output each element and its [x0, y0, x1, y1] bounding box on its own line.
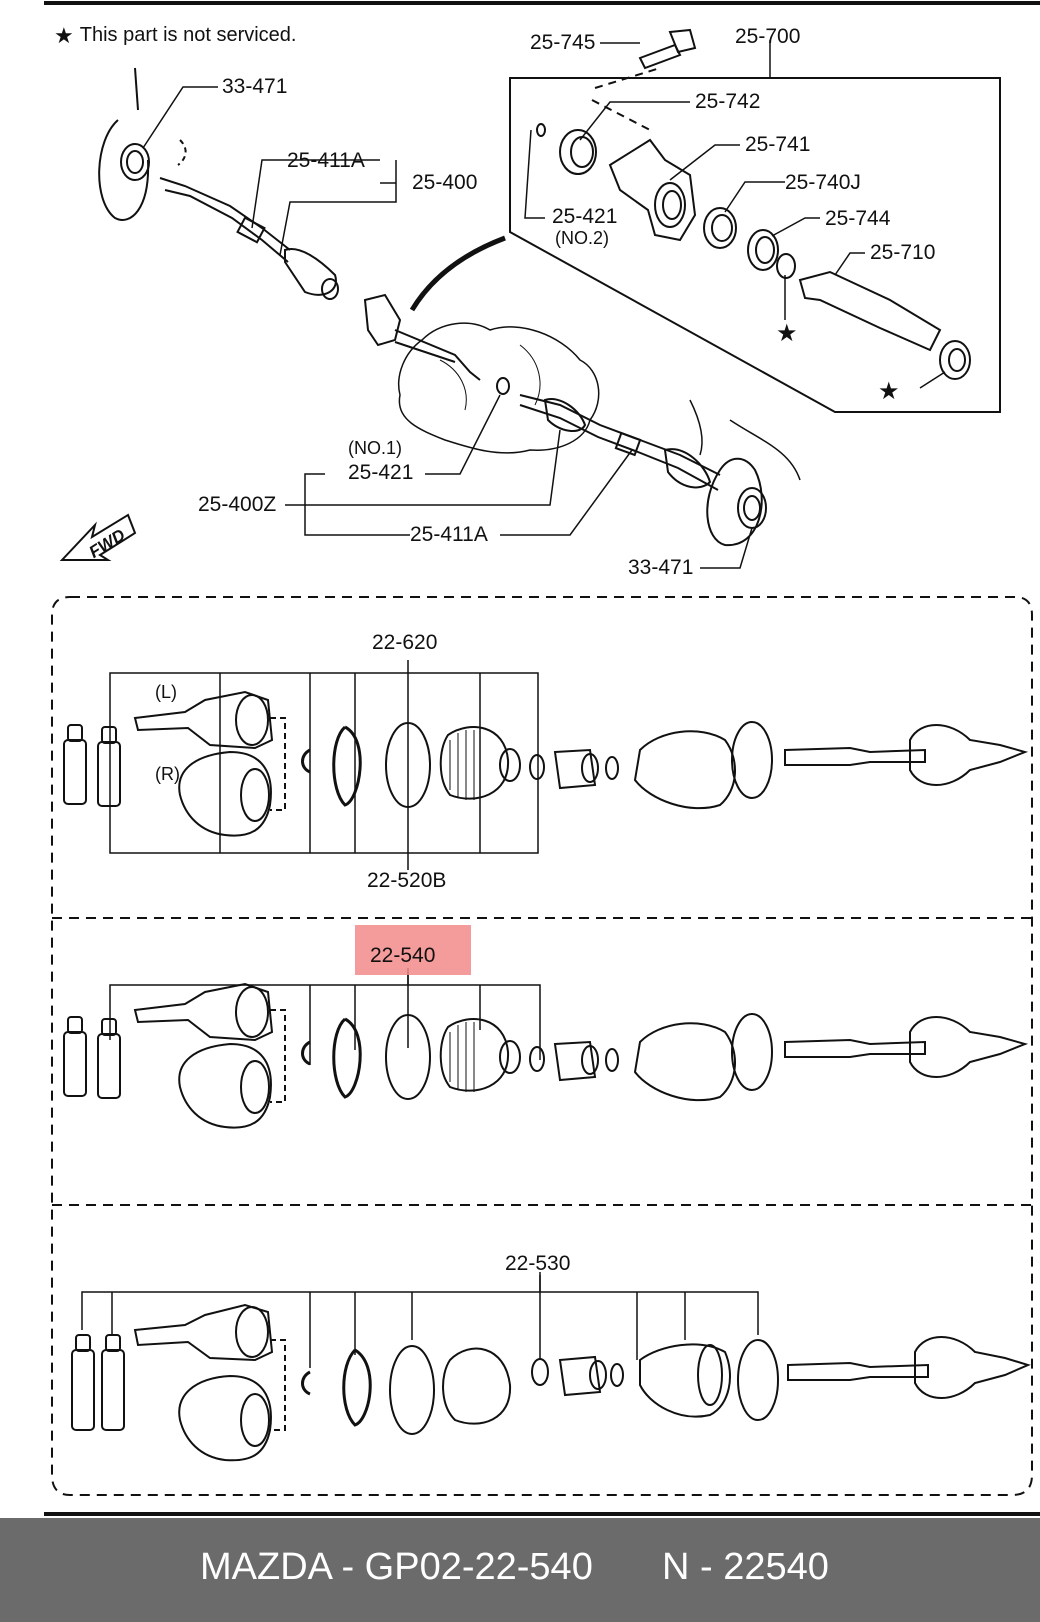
- row1-parts: [63, 690, 1029, 837]
- label-25-400z: 25-400Z: [198, 493, 277, 516]
- highlight-22-540: [355, 925, 471, 975]
- label-25-700: 25-700: [735, 25, 801, 48]
- row3-bracket: [81, 1275, 759, 1368]
- label-25-710: 25-710: [870, 241, 936, 264]
- right-hub-drawing: [689, 399, 801, 547]
- left-hub-drawing: [98, 67, 187, 221]
- label-33-471-bot: 33-471: [628, 556, 694, 579]
- label-25-400: 25-400: [412, 171, 478, 194]
- label-22-520b: 22-520B: [367, 869, 447, 892]
- bracket-drawing: [363, 293, 402, 347]
- not-serviced-note: ★ This part is not serviced.: [54, 24, 296, 47]
- note-text: This part is not serviced.: [79, 24, 297, 46]
- inset-parts-drawing: [536, 28, 971, 380]
- label-25-742: 25-742: [695, 90, 761, 113]
- label-no1: (NO.1): [348, 438, 402, 458]
- label-side-l: (L): [155, 682, 177, 702]
- label-25-740j: 25-740J: [785, 171, 861, 194]
- row3-parts: [71, 1303, 1031, 1462]
- row1-bracket: [109, 660, 539, 870]
- right-driveshaft-drawing: [519, 394, 721, 491]
- label-22-540: 22-540: [370, 944, 436, 967]
- inset-arrow: [409, 235, 506, 312]
- left-driveshaft-drawing: [159, 177, 339, 300]
- label-25-741: 25-741: [745, 133, 811, 156]
- label-25-421-top: 25-421: [552, 205, 618, 228]
- label-25-744: 25-744: [825, 207, 891, 230]
- footer-part-number: MAZDA - GP02-22-540: [200, 1546, 593, 1588]
- footer-bar: MAZDA - GP02-22-540 N - 22540: [0, 1518, 1040, 1622]
- footer-code: N - 22540: [662, 1546, 829, 1588]
- star-icon: ★: [878, 378, 900, 405]
- star-icon: ★: [54, 22, 74, 48]
- label-25-411a-bot: 25-411A: [410, 523, 488, 546]
- clip-no1: [496, 377, 510, 395]
- parts-diagram: [44, 1, 1040, 1516]
- inset-box: [509, 77, 1001, 413]
- label-25-411a-top: 25-411A: [287, 149, 365, 172]
- label-no2: (NO.2): [555, 228, 609, 248]
- row2-parts: [62, 982, 1027, 1130]
- fwd-arrow: [59, 513, 137, 561]
- leader-lines-top: [142, 40, 946, 569]
- label-22-620: 22-620: [372, 631, 438, 654]
- label-33-471-top: 33-471: [222, 75, 288, 98]
- label-25-745: 25-745: [530, 31, 596, 54]
- transmission-drawing: [398, 322, 600, 454]
- star-icon: ★: [776, 320, 798, 347]
- label-22-530: 22-530: [505, 1252, 571, 1275]
- label-side-r: (R): [155, 764, 180, 784]
- label-25-421-mid: 25-421: [348, 461, 414, 484]
